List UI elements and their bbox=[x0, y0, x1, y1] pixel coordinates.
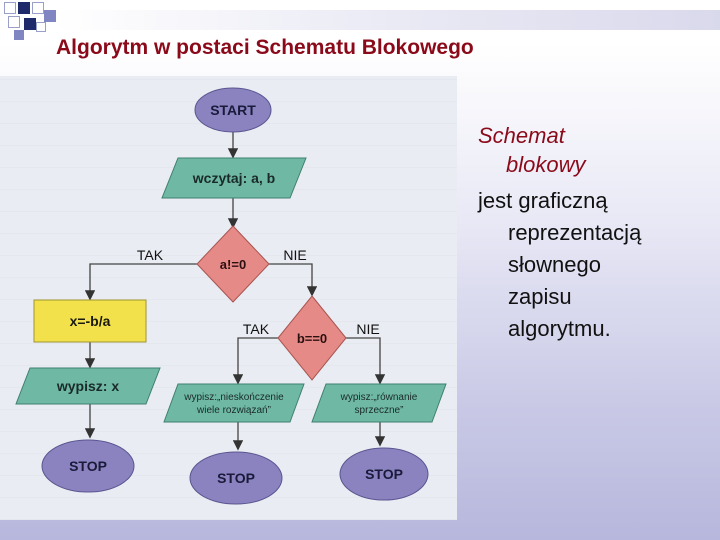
assign-label: x=-b/a bbox=[70, 313, 111, 329]
flowchart-photo: START wczytaj: a, b a!=0 TAK NIE x=-b/a … bbox=[0, 76, 457, 520]
side-body-line: zapisu bbox=[508, 283, 572, 309]
decision2-yes-label: TAK bbox=[243, 321, 270, 337]
output-infinite-line1: wypisz:„nieskończenie bbox=[183, 392, 284, 403]
output-infinite-line2: wiele rozwiązań” bbox=[196, 405, 271, 416]
stop2-terminal bbox=[189, 451, 283, 505]
start-label: START bbox=[210, 102, 256, 118]
side-body-line: algorytmu. bbox=[508, 315, 611, 341]
output-x-block bbox=[15, 367, 161, 405]
stop3-label: STOP bbox=[365, 466, 403, 482]
decision2-no-label: NIE bbox=[356, 321, 379, 337]
side-body-line: reprezentacją bbox=[508, 220, 642, 246]
decision2-block bbox=[277, 295, 347, 381]
side-heading: Schemat blokowy bbox=[478, 122, 714, 179]
side-text: Schemat blokowy jest graficzną reprezent… bbox=[478, 122, 714, 345]
input-label: wczytaj: a, b bbox=[192, 170, 275, 186]
side-body-line: słownego bbox=[508, 251, 601, 277]
side-body: jest graficzną reprezentacją słownego za… bbox=[478, 185, 714, 344]
flowchart-diagram: START wczytaj: a, b a!=0 TAK NIE x=-b/a … bbox=[15, 87, 447, 505]
decision1-label: a!=0 bbox=[220, 257, 246, 272]
output-infinite-block bbox=[163, 383, 305, 423]
decision1-block bbox=[196, 225, 270, 303]
stop2-label: STOP bbox=[217, 470, 255, 486]
output-contradictory-block bbox=[311, 383, 447, 423]
side-heading-line2: blokowy bbox=[506, 151, 586, 177]
side-body-line: jest graficzną bbox=[478, 188, 608, 214]
assign-block bbox=[33, 299, 147, 343]
stop1-terminal bbox=[41, 439, 135, 493]
decision2-label: b==0 bbox=[297, 331, 327, 346]
stop1-label: STOP bbox=[69, 458, 107, 474]
output-x-label: wypisz: x bbox=[56, 378, 119, 394]
start-terminal bbox=[194, 87, 272, 133]
slide-title: Algorytm w postaci Schematu Blokowego bbox=[56, 36, 474, 59]
side-heading-line1: Schemat bbox=[478, 123, 565, 148]
input-block bbox=[161, 157, 307, 199]
decision1-no-label: NIE bbox=[283, 247, 306, 263]
decision1-yes-label: TAK bbox=[137, 247, 164, 263]
connector-lines bbox=[84, 132, 386, 451]
stop3-terminal bbox=[339, 447, 429, 501]
output-contradictory-line1: wypisz:„równanie bbox=[340, 392, 418, 403]
output-contradictory-line2: sprzeczne” bbox=[355, 405, 404, 416]
top-band bbox=[56, 10, 720, 30]
